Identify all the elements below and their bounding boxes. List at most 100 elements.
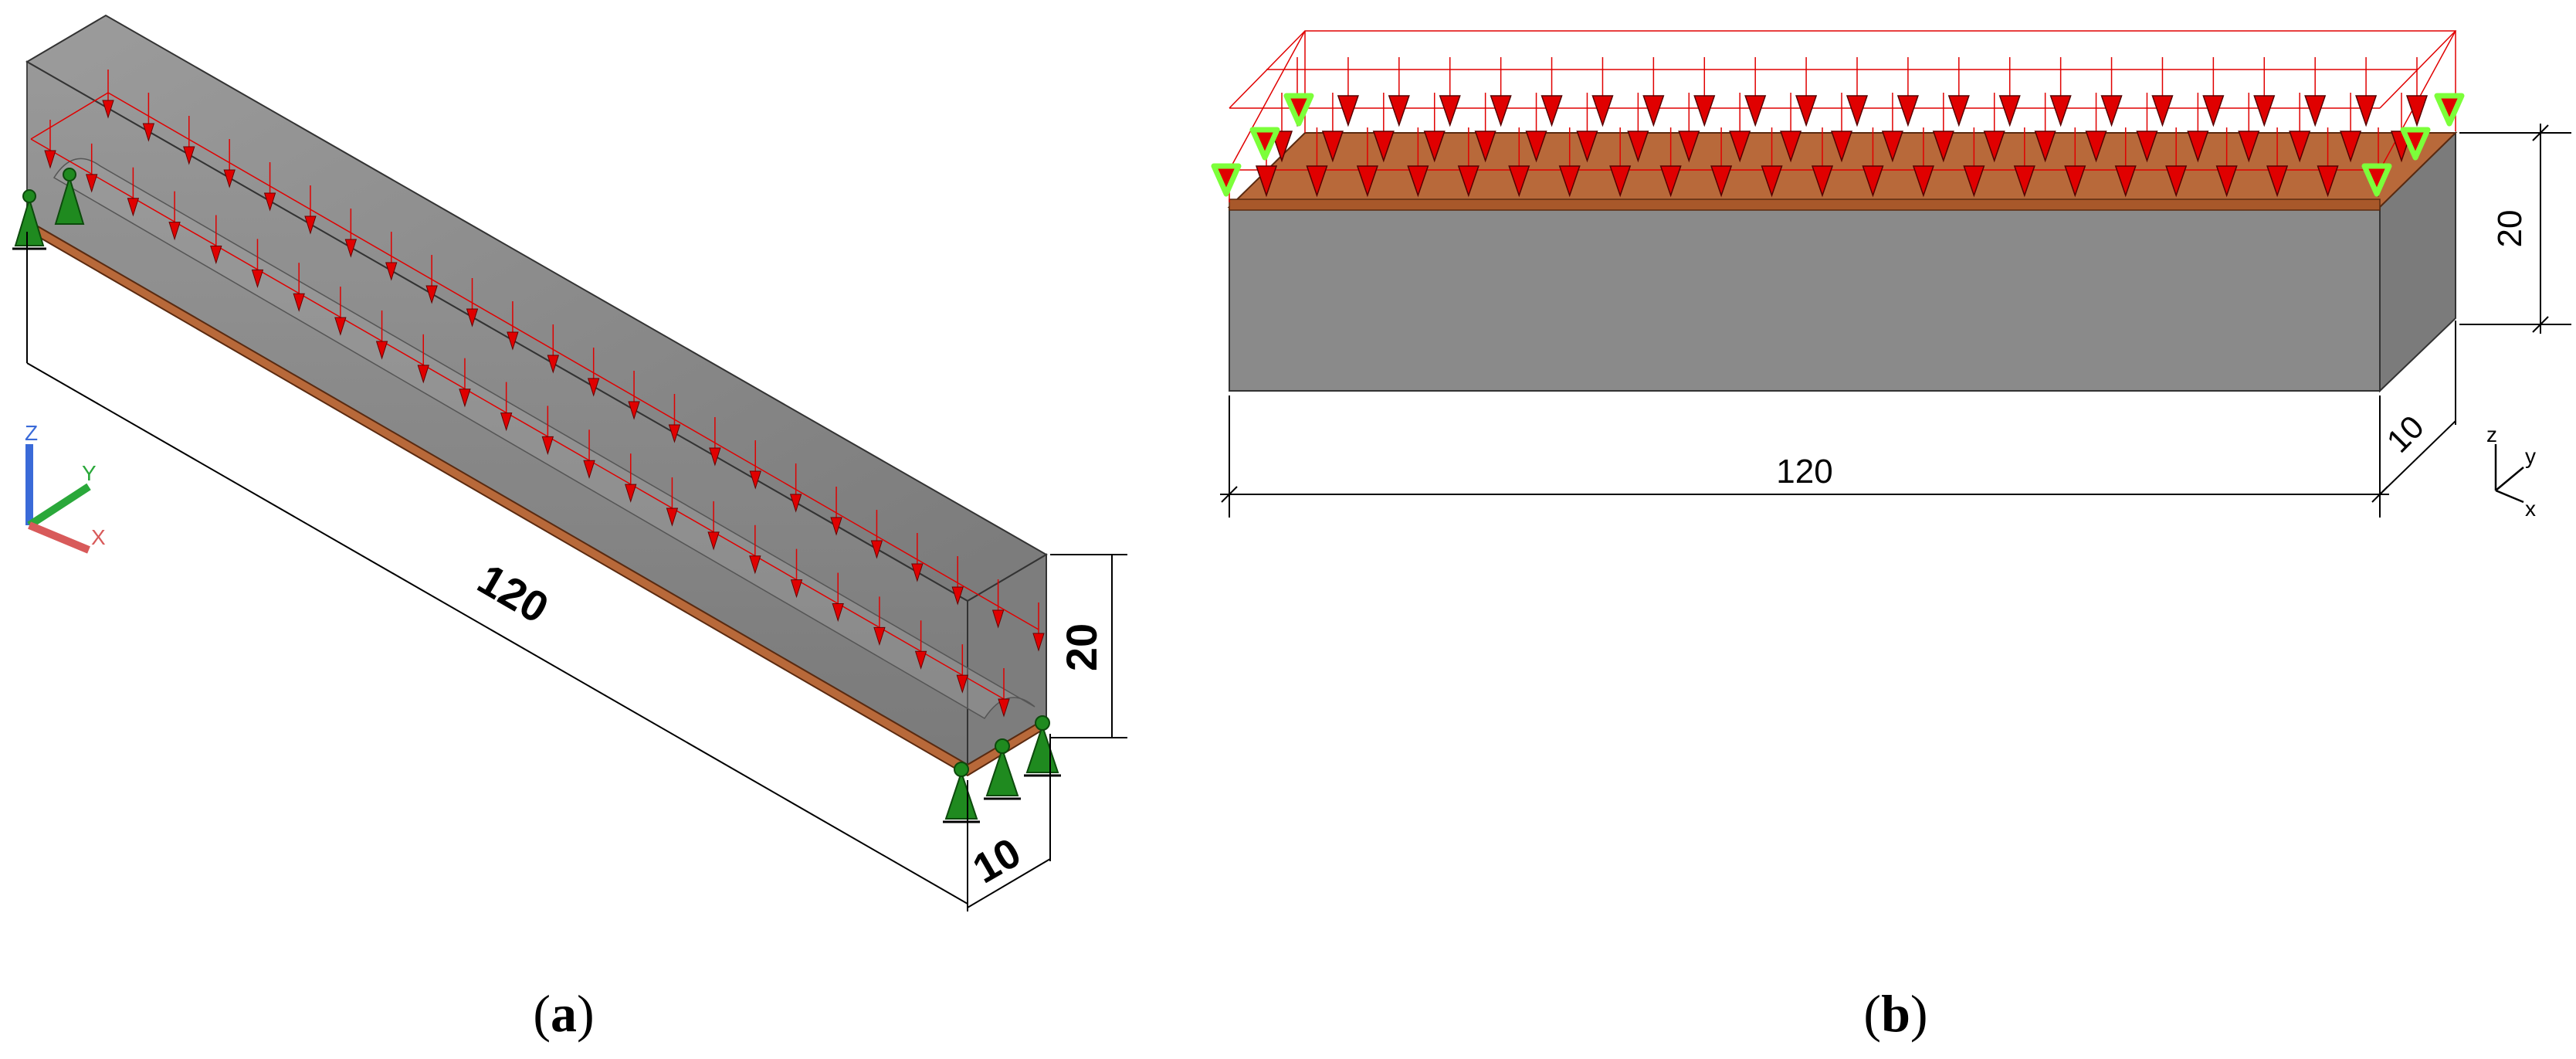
dim-a-width-label: 10 [965,829,1029,892]
load-arrow-a [183,116,195,165]
load-arrow-b [1356,127,1378,198]
panel-a: 120 20 10 Z Y X (a) [12,14,1127,1043]
load-arrow-a [1032,602,1045,652]
load-arrow-b [1474,93,1496,163]
load-arrow-b [2202,57,2225,127]
load-arrow-a [293,263,305,312]
load-arrow-a [666,477,679,527]
load-arrow-a [375,310,388,360]
load-arrow-b [2085,93,2107,163]
load-arrow-b [1744,57,1767,127]
load-arrow-b [1321,93,1344,163]
load-arrow-b [2114,127,2137,198]
load-arrow-a [344,209,358,258]
load-arrow-b [1761,127,1783,198]
load-arrow-a [334,287,347,336]
load-arrow-a [749,440,761,490]
load-arrow-b [2304,57,2327,127]
load-arrow-b [1372,93,1395,163]
load-arrow-b [2034,93,2056,163]
support-b-1 [1211,163,1242,197]
load-arrow-b [1932,93,1954,163]
load-arrow-b [2165,127,2188,198]
load-arrow-b [1337,57,1359,127]
load-arrow-a [790,548,803,599]
support-a-4 [984,738,1021,800]
axis-b-z-label: z [2486,423,2497,446]
dim-b-height-label: 20 [2491,210,2529,248]
load-arrow-a [507,301,519,351]
support-b-6 [2434,93,2465,127]
axis-b-y-label: y [2525,444,2536,468]
load-arrow-a [459,358,471,408]
load-arrow-a [86,143,98,193]
load-arrow-b [1490,57,1512,127]
dim-a-length [26,232,968,911]
load-arrow-b [1423,93,1446,163]
load-arrow-a [263,162,276,212]
dim-a-height-label: 20 [1057,623,1106,671]
dim-b-height [2459,124,2571,334]
support-b-5 [2400,127,2431,161]
load-arrow-a [709,417,721,467]
load-arrow-a [832,572,844,623]
axis-b-x-label: x [2525,497,2536,521]
dim-a-width [967,734,1051,908]
support-b-2 [1249,127,1280,161]
load-arrow-b [2215,127,2238,198]
load-arrow-a [873,596,886,647]
load-arrow-a [998,668,1010,718]
panel-b: 120 20 10 z y x (b) [1211,30,2571,1043]
beam-b-front-face [1229,206,2381,392]
load-arrow-b [1947,57,1970,127]
load-arrow-b [2100,57,2123,127]
load-arrow-b [1659,127,1682,198]
load-arrow-b [1830,93,1853,163]
load-arrow-b [1558,127,1581,198]
load-arrow-b [1963,127,1985,198]
load-arrow-b [2013,127,2035,198]
load-arrow-b [2238,93,2260,163]
load-arrow-a [127,167,140,217]
load-arrow-b [2136,93,2158,163]
load-arrow-b [2064,127,2086,198]
plate-b-edge [1229,199,2381,211]
load-arrow-a [583,429,595,479]
axis-triad-a: Z Y X [25,421,106,554]
support-a-1 [12,189,46,250]
load-arrow-a [168,191,181,241]
dim-a-length-label: 120 [470,554,557,632]
load-arrow-b [1439,57,1461,127]
support-b-4 [2361,163,2392,197]
load-arrow-b [1642,57,1665,127]
load-arrow-b [1846,57,1869,127]
load-arrow-a [304,185,317,235]
load-arrow-b [1270,93,1293,163]
load-arrow-b [1912,127,1934,198]
load-arrow-b [1576,93,1598,163]
load-arrow-a [466,278,479,328]
caption-a: (a) [533,984,594,1043]
load-arrow-a [789,463,802,513]
dim-a-height [1050,554,1127,738]
load-arrow-a [870,510,883,559]
load-arrow-a [956,644,968,694]
load-arrow-a [547,324,559,374]
load-arrow-b [2317,127,2339,198]
load-arrow-a [991,579,1005,629]
supports-a [12,168,1061,823]
load-arrow-b [1881,93,1903,163]
load-arrow-b [2340,93,2362,163]
load-arrow-b [2355,57,2378,127]
load-arrow-a [417,334,429,384]
support-b-3 [1283,93,1314,127]
load-arrows-a [44,70,1045,718]
axis-a-z-label: Z [25,421,38,445]
load-arrow-b [2289,93,2311,163]
load-arrow-b [1780,93,1802,163]
load-arrow-b [2151,57,2174,127]
load-arrow-b [2253,57,2276,127]
load-arrow-a [425,255,438,304]
load-arrow-a [830,487,842,536]
